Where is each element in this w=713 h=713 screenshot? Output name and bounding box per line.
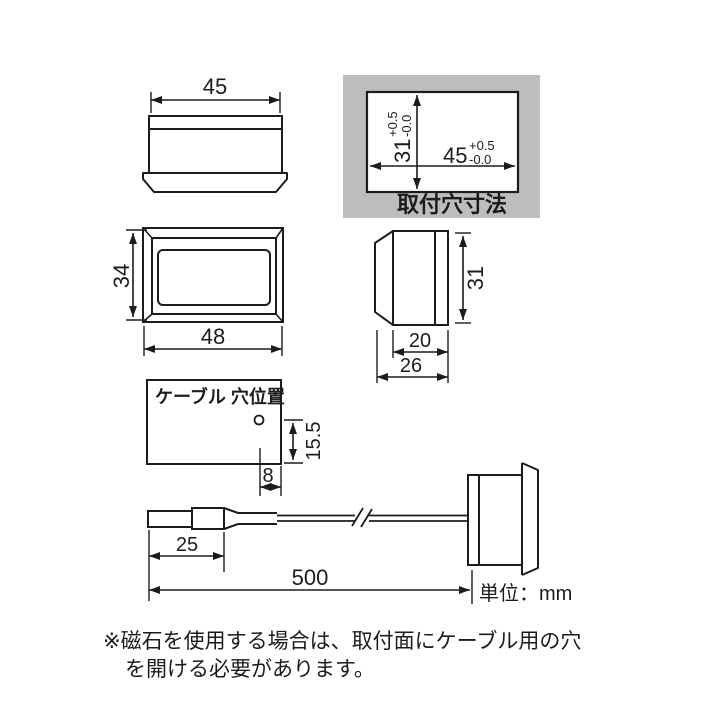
flange-outline — [142, 172, 288, 193]
cable-break-mark — [360, 508, 373, 528]
dim-label-45-top: 45 — [203, 74, 227, 99]
dim-label-8: 8 — [262, 465, 273, 487]
dim-label-500: 500 — [292, 565, 329, 590]
tolerance-plus: +0.5 — [469, 138, 495, 153]
mounting-hole-caption: 取付穴寸法 — [397, 192, 507, 217]
dim-label-31-hole: 31 — [390, 139, 415, 163]
sensor-sleeve-outline — [191, 507, 225, 530]
note-line-2: を開ける必要があります。 — [125, 658, 375, 681]
side-bezel-outline — [374, 230, 394, 326]
meter-body-outline — [148, 115, 283, 174]
dim-label-20: 20 — [409, 330, 431, 352]
bevel-corner-line — [275, 227, 284, 239]
sensor-taper-outline — [223, 507, 277, 530]
tolerance-plus: +0.5 — [385, 111, 400, 137]
cable-line-left — [277, 514, 355, 522]
view-front — [126, 227, 284, 356]
display-window-outline — [157, 249, 271, 306]
bevel-corner-line — [142, 313, 153, 323]
dim-label-45-hole-group: 45 +0.5 -0.0 — [443, 138, 495, 168]
note-line-1: ※磁石を使用する場合は、取付面にケーブル用の穴 — [103, 630, 581, 653]
dim-label-31-hole-group: 31 +0.5 -0.0 — [385, 111, 415, 163]
dim-label-31-side: 31 — [463, 266, 488, 290]
bevel-corner-line — [275, 313, 284, 323]
view-mounting-hole — [343, 75, 540, 218]
dim-label-31-side-group: 31 — [463, 266, 488, 290]
dim-label-15_5: 15.5 — [303, 422, 325, 461]
sensor-tip-outline — [147, 510, 193, 528]
dim-label-34-group: 34 — [109, 264, 134, 288]
cable-hole-box-outline — [146, 379, 282, 465]
cable-hole-mark — [253, 414, 265, 426]
dim-label-34: 34 — [109, 264, 134, 288]
front-bezel-inner — [151, 237, 277, 315]
dim-label-26: 26 — [400, 355, 422, 377]
dim-label-48: 48 — [201, 324, 225, 349]
mounting-hole-outline — [365, 90, 520, 194]
view-cable-hole — [146, 379, 303, 496]
tolerance-minus: -0.0 — [399, 115, 414, 137]
dim-label-45-hole: 45 — [443, 143, 467, 168]
rear-body-outline — [467, 474, 523, 566]
cable-hole-title: ケーブル 穴位置 — [155, 386, 285, 407]
side-body-outline — [392, 230, 449, 326]
front-outer-outline — [142, 227, 284, 323]
dim-label-15_5-group: 15.5 — [303, 422, 325, 461]
cable-line-right — [369, 514, 468, 522]
rear-bezel-outline — [521, 462, 539, 576]
unit-label: 単位：mm — [479, 582, 572, 605]
tolerance-minus: -0.0 — [469, 152, 491, 167]
cable-break-mark — [351, 507, 364, 527]
view-probe-cable — [147, 462, 539, 604]
dim-label-25: 25 — [176, 534, 198, 556]
view-side — [374, 230, 471, 383]
view-top-side — [142, 92, 288, 193]
